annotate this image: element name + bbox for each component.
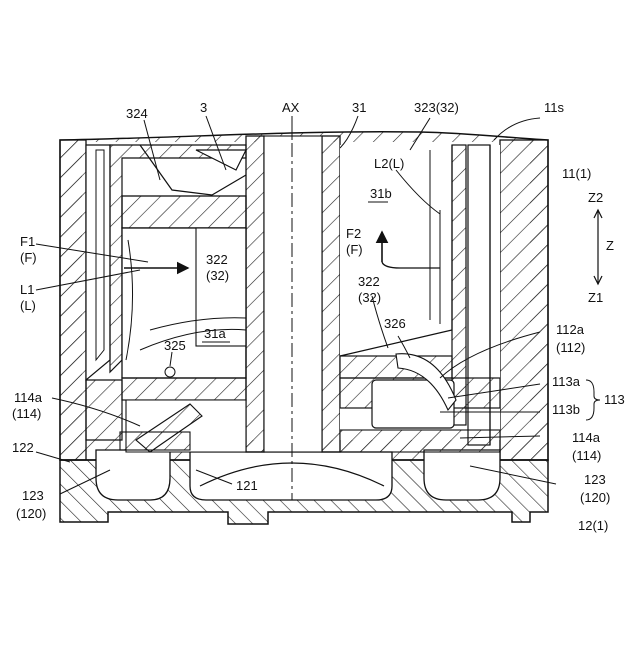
label-123-right-paren: (120) [580,490,610,505]
label-l1-paren: (L) [20,298,36,313]
label-112a: 112a [556,322,585,337]
central-shaft [246,118,340,500]
label-113b: 113b [552,402,580,417]
label-f2: F2 [346,226,361,241]
z-axis-indicator [594,210,602,284]
label-31a: 31a [204,326,226,341]
label-114a-right-paren: (114) [572,448,601,463]
label-z2: Z2 [588,190,603,205]
label-12-1: 12(1) [578,518,608,533]
rotor-top-shelf [122,196,246,228]
label-123-left: 123 [22,488,44,503]
chamber-31a [122,228,246,378]
label-114a-right: 114a [572,430,601,445]
label-325: 325 [164,338,186,353]
lower-left-assembly [86,367,246,452]
label-f1-paren: (F) [20,250,37,265]
label-122: 122 [12,440,34,455]
label-11-1: 11(1) [562,166,591,181]
label-322-right-paren: (32) [358,290,381,305]
label-123-left-paren: (120) [16,506,46,521]
label-z: Z [606,238,614,253]
label-322-right: 322 [358,274,380,289]
label-z1: Z1 [588,290,603,305]
label-31b: 31b [370,186,392,201]
brace-113 [586,380,600,420]
label-l1: L1 [20,282,34,297]
label-ax: AX [282,100,300,115]
label-323: 323(32) [414,100,459,115]
label-112a-paren: (112) [556,340,585,355]
label-31: 31 [352,100,366,115]
label-f2-paren: (F) [346,242,363,257]
label-113a: 113a [552,374,581,389]
label-114a-left: 114a [14,390,43,405]
label-l2: L2(L) [374,156,404,171]
label-123-right: 123 [584,472,606,487]
base-12 [60,450,548,524]
label-324: 324 [126,106,148,121]
label-114a-left-paren: (114) [12,406,41,421]
label-f1: F1 [20,234,35,249]
label-322-left-paren: (32) [206,268,229,283]
label-322-left: 322 [206,252,228,267]
label-113: 113 [604,392,625,407]
label-121: 121 [236,478,258,493]
label-326: 326 [384,316,406,331]
label-11s: 11s [544,100,564,115]
label-3: 3 [200,100,207,115]
